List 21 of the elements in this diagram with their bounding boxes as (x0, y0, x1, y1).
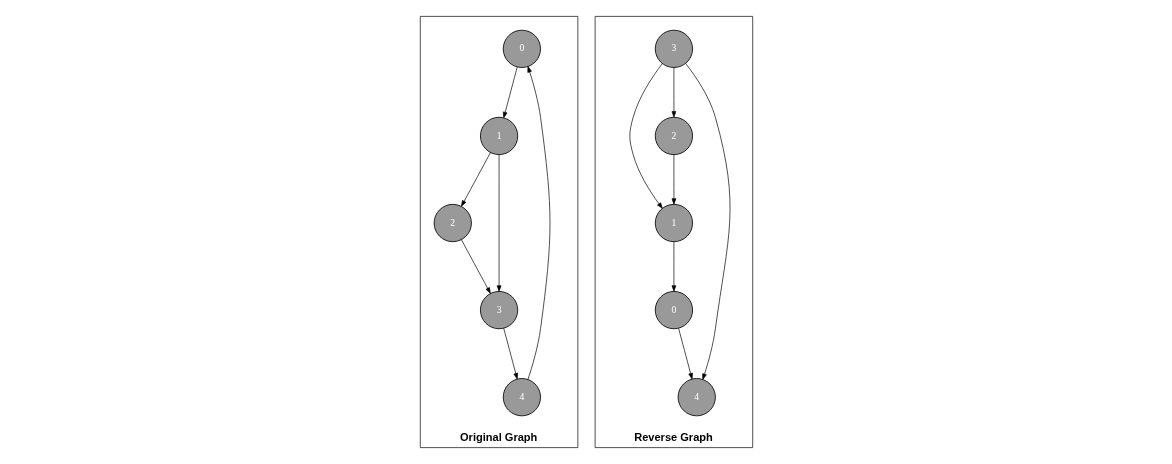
arrow (502, 328, 518, 380)
arrow (671, 67, 676, 118)
node-circle: 3 (654, 29, 693, 68)
node-circle: 3 (479, 291, 518, 330)
arrow (502, 66, 518, 119)
node-circle: 0 (502, 29, 541, 68)
node-circle: 4 (502, 378, 541, 417)
arrow (671, 241, 676, 292)
node-circle: 2 (654, 116, 693, 155)
arrow (628, 63, 663, 209)
arrow (671, 154, 676, 205)
arrow (684, 63, 730, 380)
node-circle: 1 (479, 116, 518, 155)
node-circle: 0 (654, 291, 693, 330)
arrow (460, 239, 491, 294)
arrow (677, 328, 693, 380)
arrow (526, 66, 550, 380)
arrow (496, 154, 501, 292)
node-circle: 4 (677, 378, 716, 417)
arrow (460, 152, 491, 207)
node-circle: 2 (433, 203, 472, 243)
